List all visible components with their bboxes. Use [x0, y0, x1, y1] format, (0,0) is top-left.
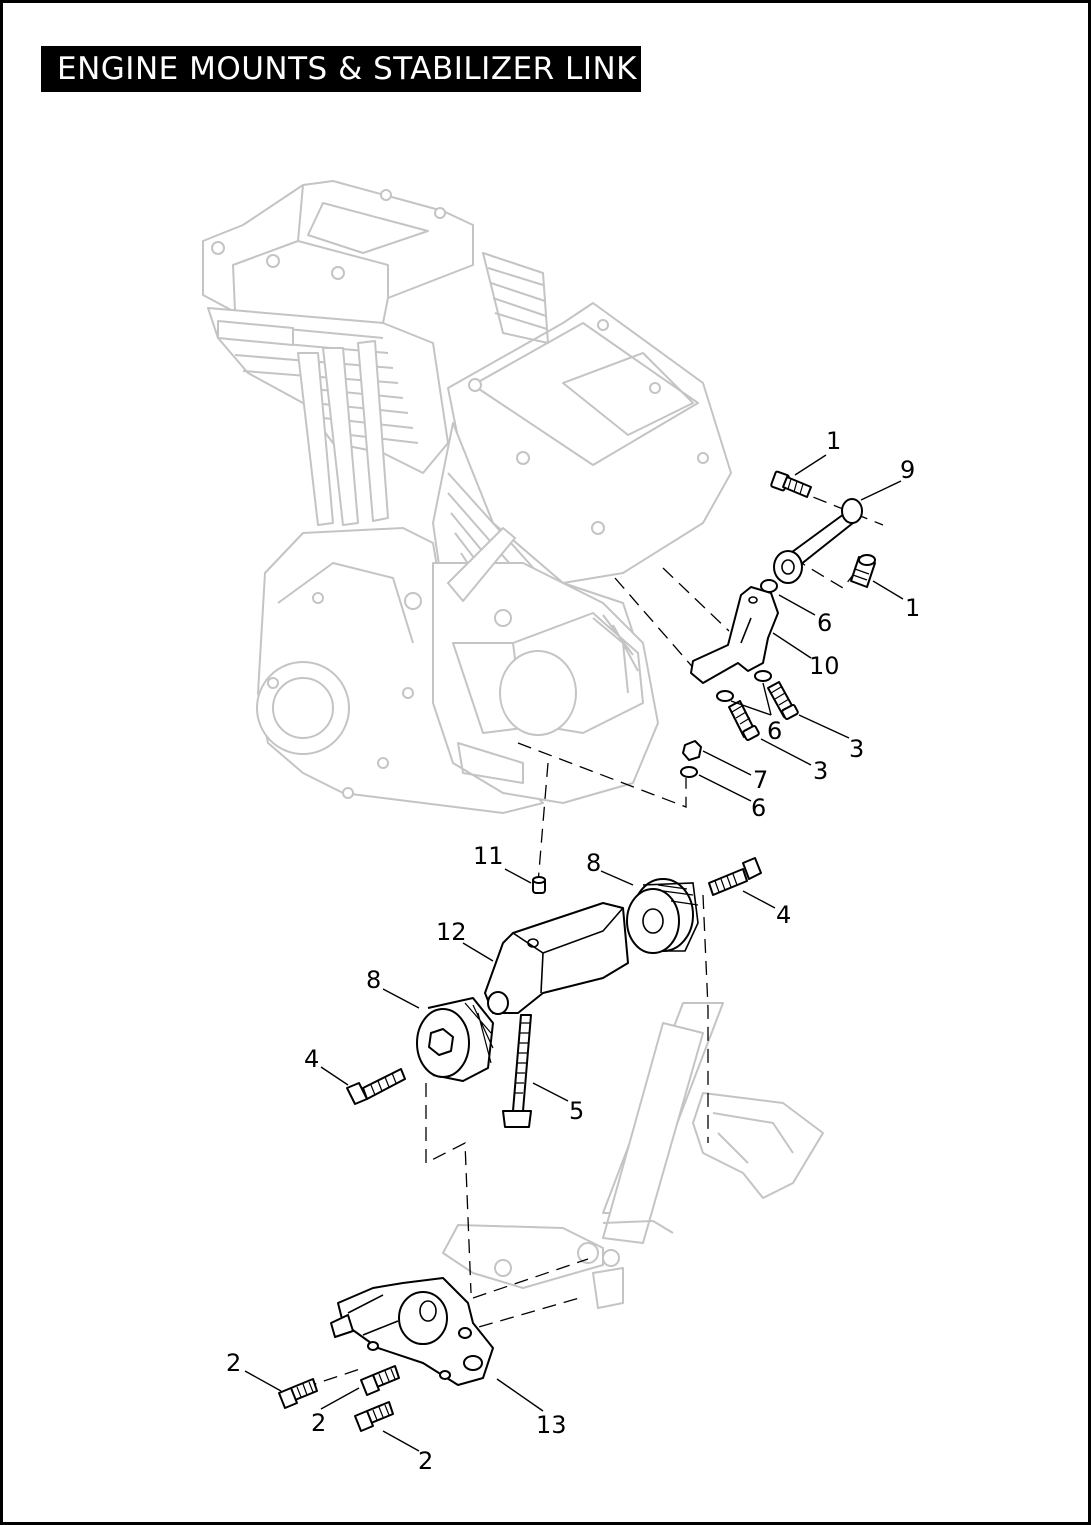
callout-11: 11	[473, 842, 504, 870]
callout-8-left: 8	[366, 966, 381, 994]
bolt-4-left	[346, 1068, 406, 1105]
bolt-4-right	[708, 857, 762, 896]
callout-6-upper: 6	[817, 609, 832, 637]
washer-6-nut	[680, 766, 698, 778]
front-mount-12	[484, 902, 629, 1015]
callout-3-right: 3	[849, 735, 864, 763]
bolt-2-upper	[278, 1378, 318, 1409]
engine-ghost-illustration	[202, 180, 732, 814]
bolt-1-right	[850, 554, 876, 588]
callout-3-left: 3	[813, 757, 828, 785]
callout-5: 5	[569, 1097, 584, 1125]
callout-leaders	[244, 454, 904, 1452]
alignment-dashed-lines	[302, 488, 884, 1389]
nut-7	[682, 740, 702, 761]
bolt-2-middle	[360, 1365, 400, 1396]
exploded-parts-diagram: 1 9 1 6 10 6 3 3 7 6 11 8 4 12 8 4 5 2 2…	[202, 180, 920, 1475]
frame-ghost-illustration	[442, 1002, 824, 1309]
rear-mount-bracket-13	[330, 1277, 494, 1386]
callout-2-upper: 2	[226, 1349, 241, 1377]
bolt-1-upper	[770, 470, 812, 498]
callout-6-lower: 6	[767, 717, 782, 745]
dowel-11	[532, 876, 546, 894]
bolt-3-left	[728, 700, 760, 741]
washer-6-lower-a	[754, 670, 772, 682]
callout-10: 10	[809, 652, 840, 680]
washer-6-lower-b	[716, 690, 734, 702]
callout-labels: 1 9 1 6 10 6 3 3 7 6 11 8 4 12 8 4 5 2 2…	[226, 427, 920, 1475]
callout-4-left: 4	[304, 1045, 319, 1073]
callout-12: 12	[436, 918, 467, 946]
callout-4-right: 4	[776, 901, 791, 929]
page-title: ENGINE MOUNTS & STABILIZER LINK	[57, 51, 637, 87]
bolt-3-right	[767, 681, 799, 720]
stabilizer-link-9	[773, 498, 863, 584]
isolator-8-right	[626, 878, 699, 954]
callout-8-right: 8	[586, 849, 601, 877]
title-bar: ENGINE MOUNTS & STABILIZER LINK	[41, 46, 641, 92]
callout-7: 7	[753, 766, 768, 794]
callout-2-middle: 2	[311, 1409, 326, 1437]
long-bolt-5	[502, 1014, 532, 1128]
callout-13: 13	[536, 1411, 567, 1439]
callout-1-upper: 1	[826, 427, 841, 455]
callout-2-lower: 2	[418, 1447, 433, 1475]
callout-1-right: 1	[905, 594, 920, 622]
callout-9: 9	[900, 456, 915, 484]
isolator-8-left	[416, 997, 494, 1082]
stabilizer-bracket-10	[690, 586, 779, 684]
callout-6-nut: 6	[751, 794, 766, 822]
bolt-2-lower	[354, 1401, 394, 1432]
